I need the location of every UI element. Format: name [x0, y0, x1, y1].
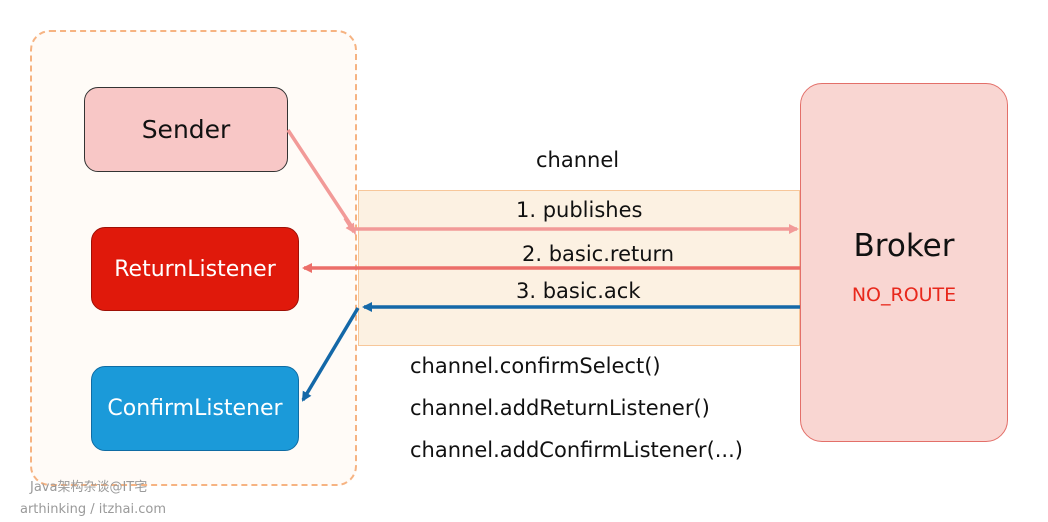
return-listener-label: ReturnListener	[114, 256, 276, 282]
watermark-line-2: arthinking / itzhai.com	[20, 502, 167, 517]
api-call-add-return-listener: channel.addReturnListener()	[410, 396, 710, 420]
broker-node: Broker NO_ROUTE	[800, 83, 1008, 442]
api-call-add-confirm-listener: channel.addConfirmListener(...)	[410, 438, 743, 462]
sender-label: Sender	[141, 115, 231, 144]
channel-label: channel	[536, 148, 620, 172]
ack-to-confirm-arrow	[301, 307, 360, 402]
sender-node: Sender	[84, 87, 288, 172]
api-call-confirm-select: channel.confirmSelect()	[410, 354, 661, 378]
basic-return-label: 2. basic.return	[522, 242, 675, 266]
publishes-label: 1. publishes	[516, 198, 643, 222]
sender-to-channel-arrowhead	[343, 217, 356, 234]
confirm-listener-node: ConfirmListener	[91, 366, 299, 451]
confirm-listener-label: ConfirmListener	[107, 396, 283, 421]
broker-label: Broker	[853, 227, 955, 264]
return-listener-node: ReturnListener	[91, 227, 299, 311]
basic-ack-label: 3. basic.ack	[516, 279, 641, 303]
watermark-line-1: Java架构杂谈@IT宅	[30, 480, 148, 495]
broker-status-label: NO_ROUTE	[851, 283, 957, 306]
